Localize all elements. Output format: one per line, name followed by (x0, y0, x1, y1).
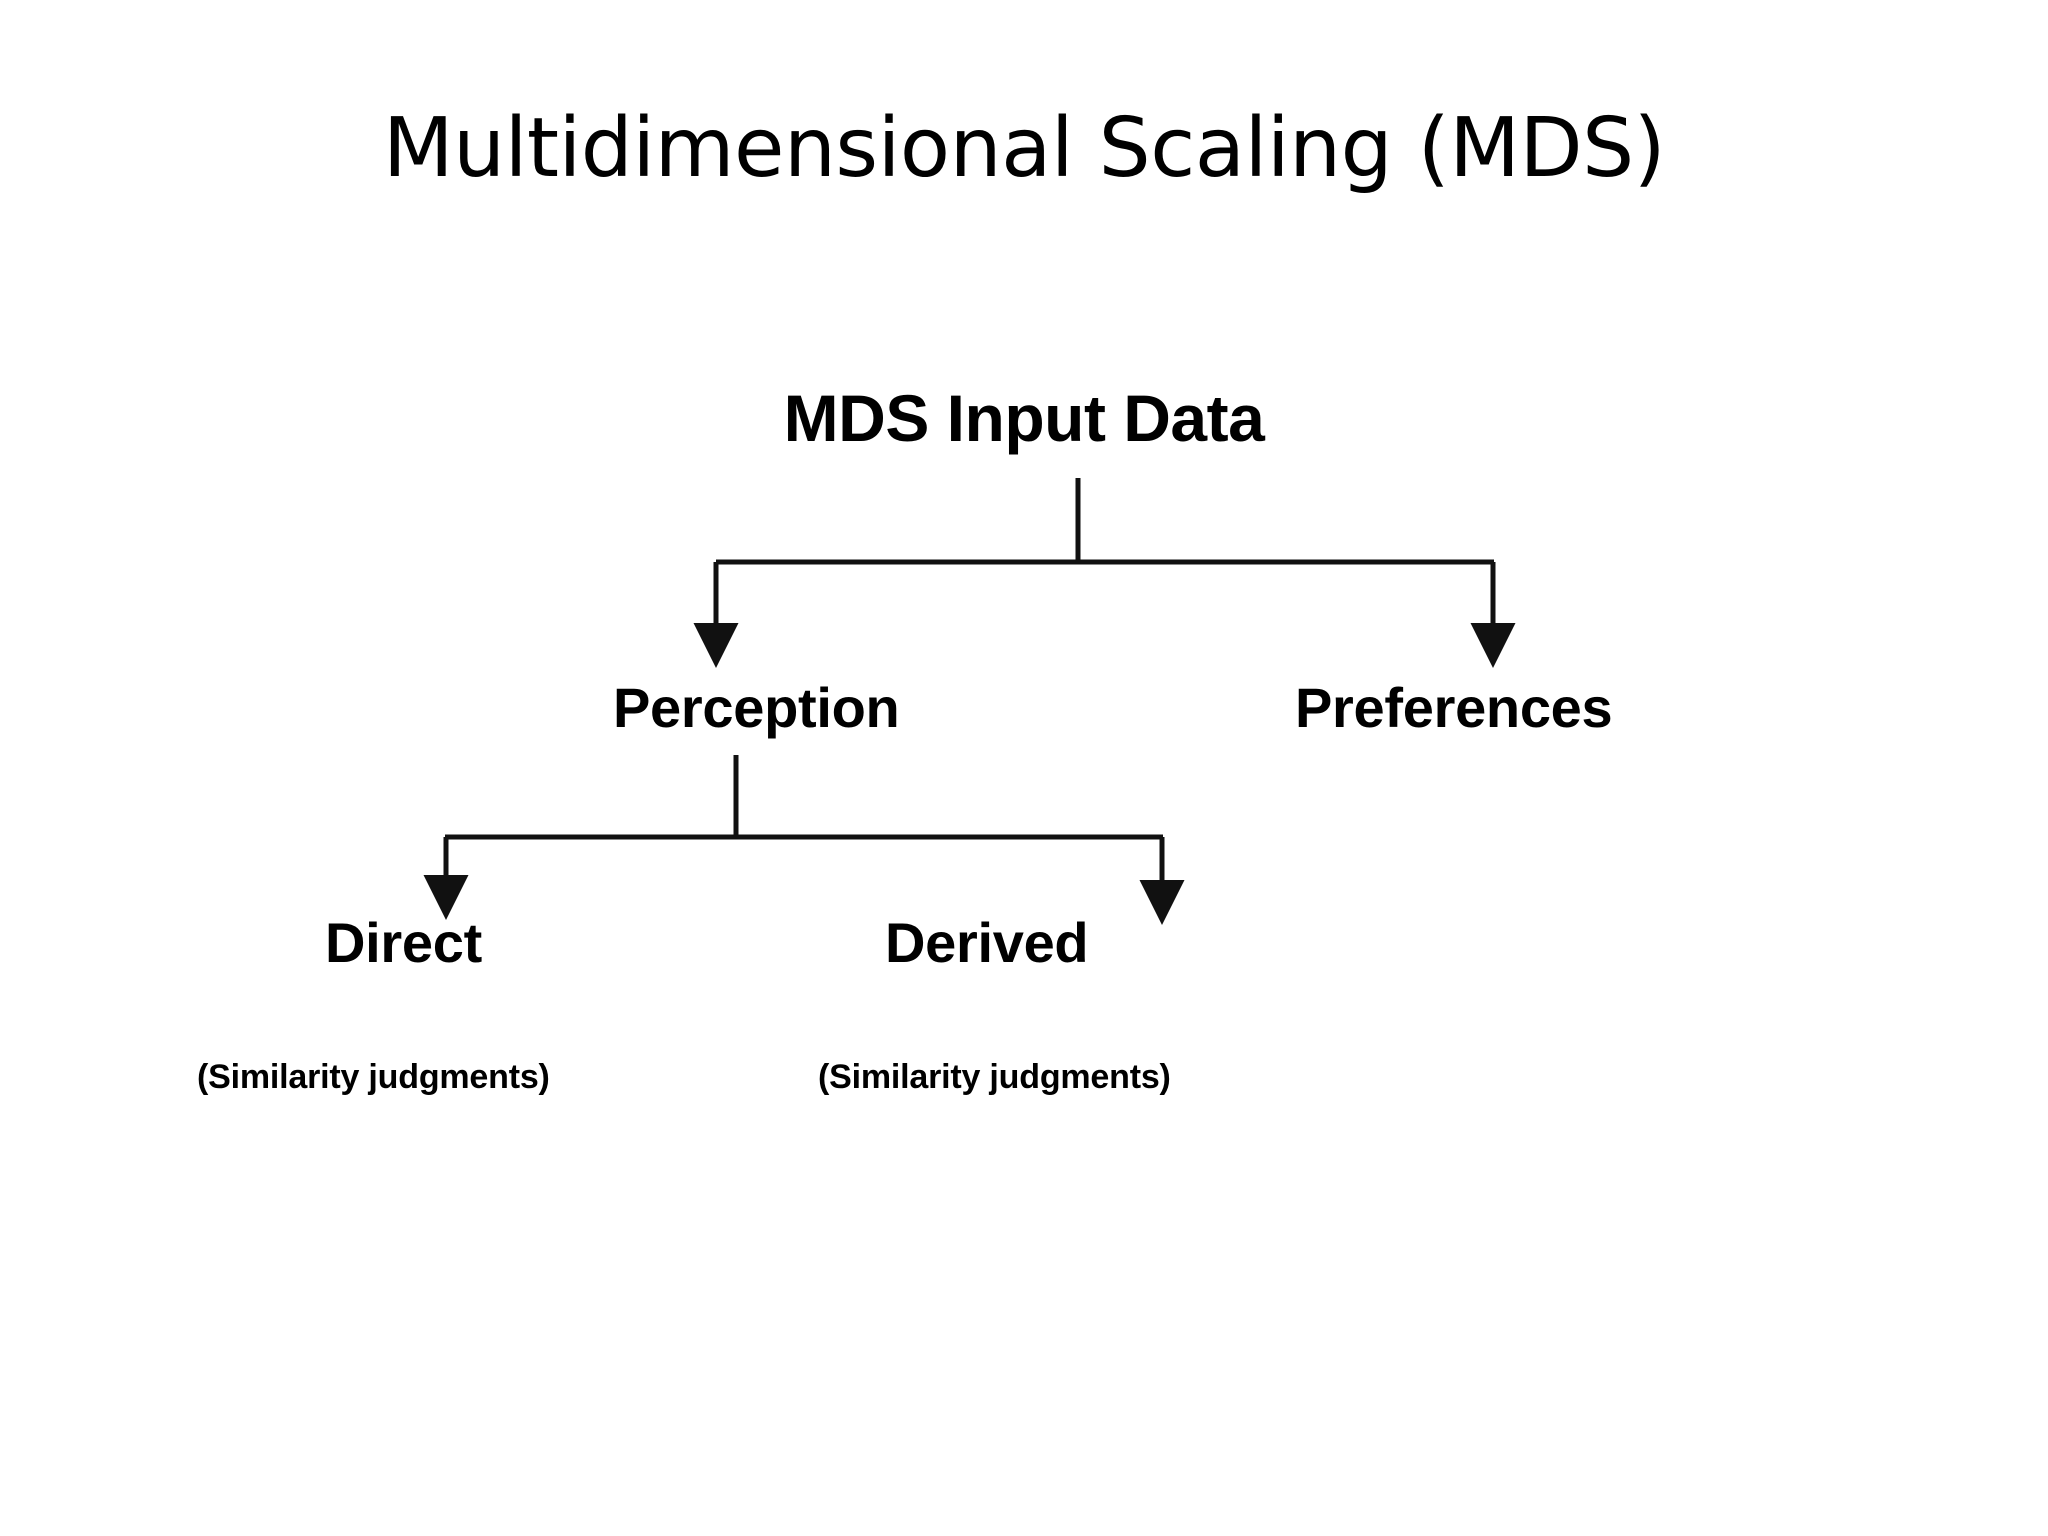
edge-root-to-level1 (693, 478, 1516, 668)
node-derived: Derived (885, 911, 1089, 974)
caption-direct-similarity-judgments: (Similarity judgments) (197, 1058, 550, 1096)
page-title: Multidimensional Scaling (MDS) (382, 101, 1666, 196)
node-direct: Direct (325, 911, 482, 974)
node-mds-input-data: MDS Input Data (783, 381, 1265, 455)
edge-perception-to-level2 (423, 755, 1185, 925)
caption-derived-similarity-judgments: (Similarity judgments) (818, 1058, 1171, 1096)
node-perception: Perception (613, 676, 900, 739)
node-preferences: Preferences (1295, 676, 1613, 739)
